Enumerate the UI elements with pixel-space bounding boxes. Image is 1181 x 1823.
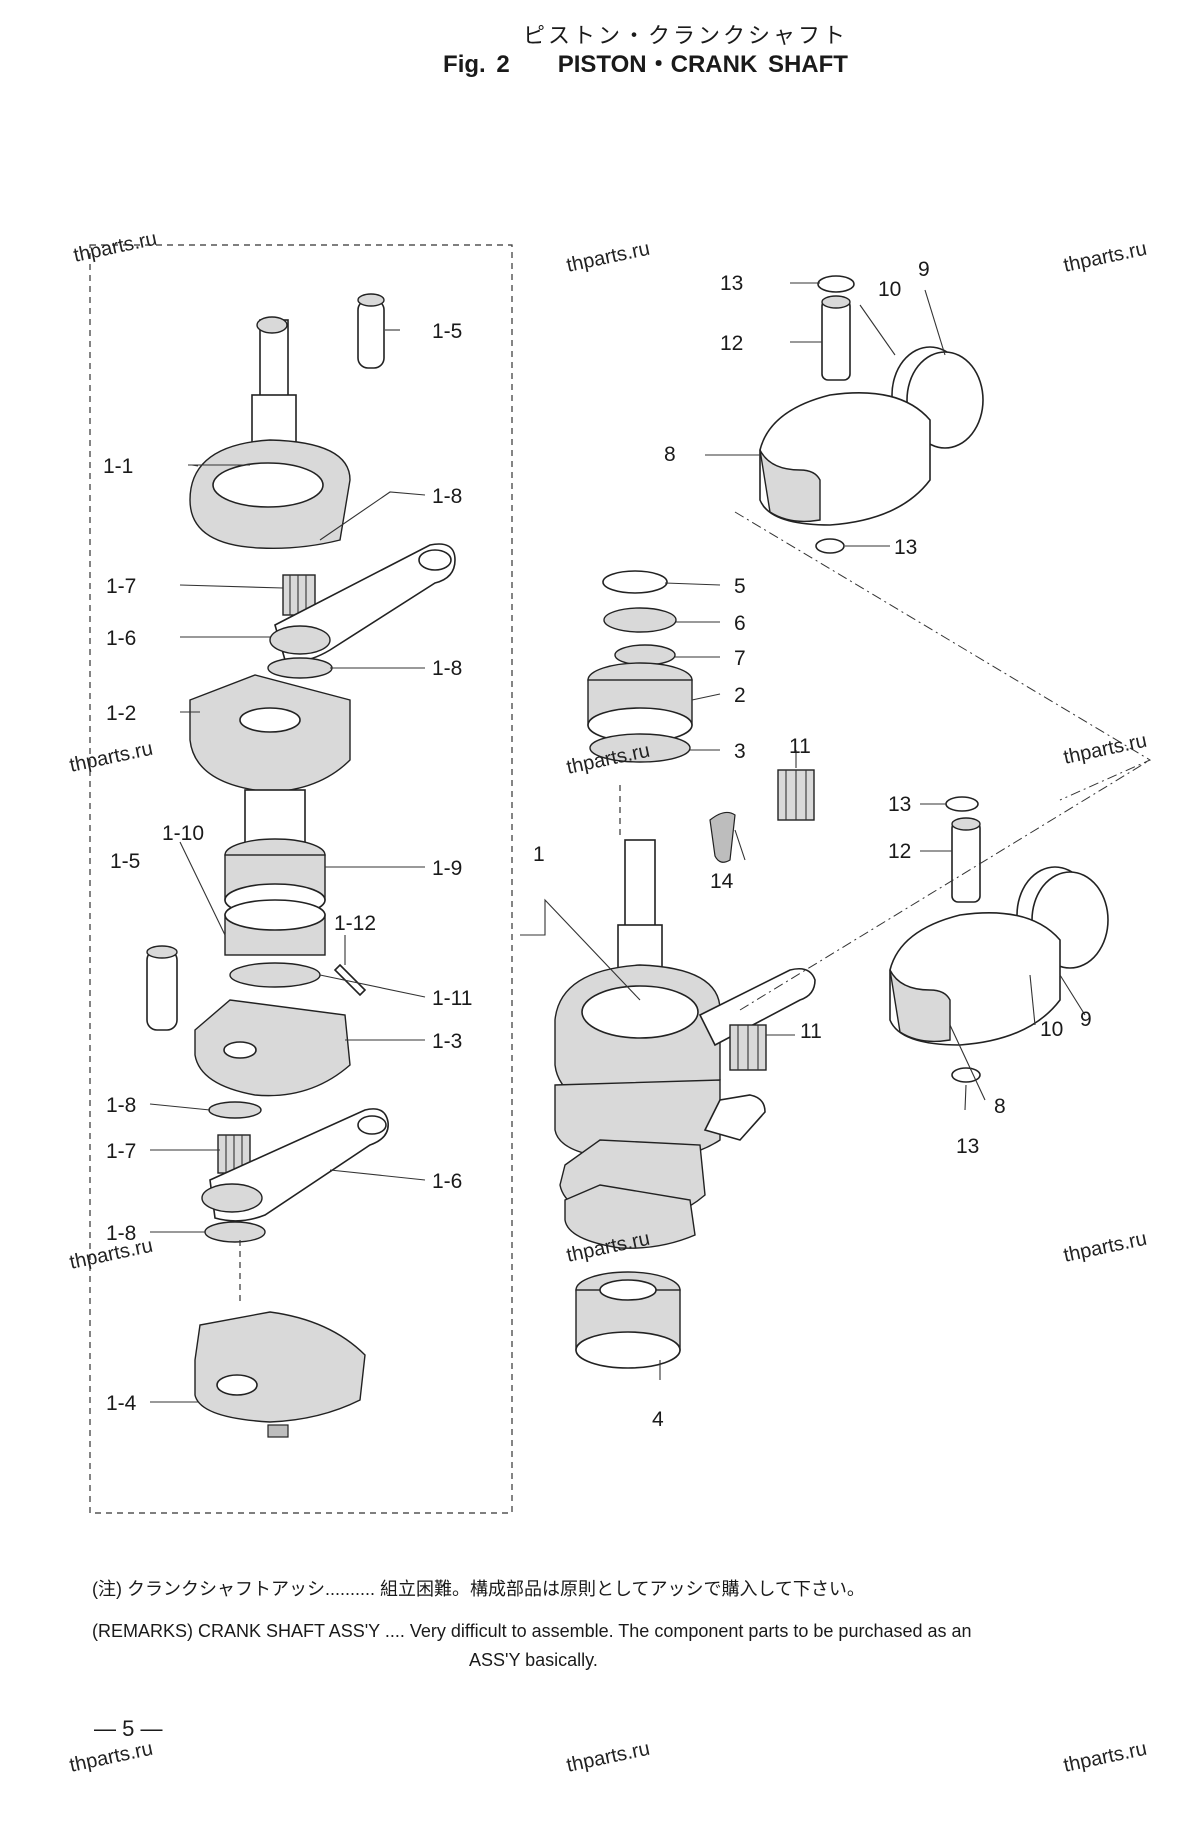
figure-title: PISTON・CRANK SHAFT xyxy=(557,51,848,78)
washer-1-8-upper xyxy=(267,657,333,679)
crank-web-1-3 xyxy=(194,999,351,1097)
crankshaft-assembly-1 xyxy=(554,839,816,1249)
figure-number: Fig. 2 xyxy=(443,51,510,78)
crank-web-1-1 xyxy=(189,439,351,549)
callout-1-7: 1-7 xyxy=(106,1140,137,1163)
callout-1-3: 1-3 xyxy=(432,1030,463,1053)
callout-2: 2 xyxy=(734,684,746,707)
callout-3: 3 xyxy=(734,740,746,763)
callout-11: 11 xyxy=(789,735,811,758)
callout-1-4: 1-4 xyxy=(106,1392,137,1415)
callout-6: 6 xyxy=(734,612,746,635)
callout-1-5: 1-5 xyxy=(432,320,463,343)
callout-5: 5 xyxy=(734,575,746,598)
callout-13: 13 xyxy=(720,272,744,295)
ball-bearing-2 xyxy=(587,662,693,743)
callout-1-11: 1-11 xyxy=(432,987,473,1010)
callout-1-9: 1-9 xyxy=(432,857,463,880)
callout-13: 13 xyxy=(894,536,918,559)
needle-bearing-11-lower xyxy=(729,1024,767,1071)
page-title: Fig. 2 PISTON・CRANK SHAFT xyxy=(0,44,1181,79)
callout-9: 9 xyxy=(918,258,930,281)
callout-12: 12 xyxy=(888,840,912,863)
callout-10: 10 xyxy=(878,278,902,301)
piston-8-top xyxy=(759,392,931,526)
crank-web-1-4 xyxy=(194,1311,366,1438)
page-title-japanese: ピストン・クランクシャフト xyxy=(522,23,848,48)
callout-13: 13 xyxy=(956,1135,980,1158)
piston-pin-12-lower xyxy=(951,817,981,903)
crank-web-1-2 xyxy=(189,674,351,793)
oil-seal-3 xyxy=(589,733,691,763)
remark-japanese: (注) クランクシャフトアッシ.......... 組立困難。構成部品は原則とし… xyxy=(92,1575,865,1601)
ball-bearing-4 xyxy=(575,1271,681,1369)
callout-1-8: 1-8 xyxy=(106,1222,137,1245)
callout-1-10: 1-10 xyxy=(162,822,205,845)
callout-1-5: 1-5 xyxy=(110,850,141,873)
callout-1-8: 1-8 xyxy=(432,485,463,508)
spacer-1-10 xyxy=(224,899,326,956)
dowel-pin-1-12 xyxy=(333,963,367,997)
callout-1-6: 1-6 xyxy=(432,1170,463,1193)
callout-8: 8 xyxy=(664,443,676,466)
crankshaft-assy-boundary xyxy=(89,244,513,1514)
callout-1-7: 1-7 xyxy=(106,575,137,598)
callout-4: 4 xyxy=(652,1408,664,1431)
piston-8-lower xyxy=(889,912,1061,1046)
callout-7: 7 xyxy=(734,647,746,670)
callout-1-8: 1-8 xyxy=(432,657,463,680)
circlip-13-lower-bottom xyxy=(951,1067,981,1083)
washer-1-8-lower xyxy=(204,1221,266,1243)
callout-1: 1 xyxy=(533,843,545,866)
leader-lines xyxy=(149,282,1152,1403)
callout-8: 8 xyxy=(994,1095,1006,1118)
callout-1-12: 1-12 xyxy=(334,912,377,935)
callout-1-6: 1-6 xyxy=(106,627,137,650)
circlip-13-top-lower xyxy=(815,538,845,554)
ring-7 xyxy=(614,644,676,666)
page-number: — 5 — xyxy=(94,1716,163,1741)
pin-1-5-left xyxy=(146,945,178,1031)
callout-1-2: 1-2 xyxy=(106,702,137,725)
piston-pin-12-top xyxy=(821,295,851,381)
pin-1-5-top xyxy=(357,293,385,369)
washer-6 xyxy=(603,607,677,633)
circlip-13-lower-top xyxy=(945,796,979,812)
callout-1-8: 1-8 xyxy=(106,1094,137,1117)
remark-japanese-prefix: (注) クランクシャフトアッシ.......... xyxy=(92,1579,375,1599)
callout-9: 9 xyxy=(1080,1008,1092,1031)
callout-11: 11 xyxy=(800,1020,822,1043)
remark-english-text: Very difficult to assemble. The componen… xyxy=(409,1621,972,1641)
callout-10: 10 xyxy=(1040,1018,1064,1041)
remark-english-prefix: (REMARKS) CRANK SHAFT ASS'Y .... xyxy=(92,1621,405,1641)
circlip-13-top xyxy=(817,275,855,293)
callout-13: 13 xyxy=(888,793,912,816)
key-14 xyxy=(709,811,736,863)
remark-japanese-text: 組立困難。構成部品は原則としてアッシで購入して下さい。 xyxy=(380,1579,865,1599)
callout-14: 14 xyxy=(710,870,734,893)
circlip-5 xyxy=(602,570,668,594)
callout-1-1: 1-1 xyxy=(103,455,134,478)
seal-ring-1-11 xyxy=(229,962,321,988)
remark-english: (REMARKS) CRANK SHAFT ASS'Y .... Very di… xyxy=(92,1621,972,1642)
washer-1-8-mid xyxy=(208,1101,262,1119)
remark-english-line2: ASS'Y basically. xyxy=(469,1650,598,1670)
connecting-rod-lower-1-6 xyxy=(201,1108,389,1222)
needle-bearing-11-upper xyxy=(777,769,815,821)
callout-12: 12 xyxy=(720,332,744,355)
